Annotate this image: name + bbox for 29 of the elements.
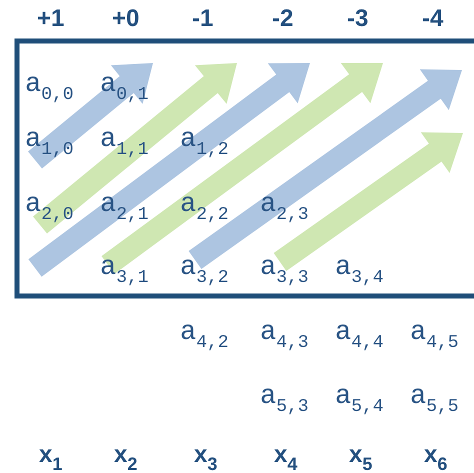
matrix-entry: a$_{3,3}$ [260,253,309,283]
variable-label: x$_{6}$ [424,440,448,470]
offset-label: -3 [347,4,368,34]
offset-label: -1 [192,4,214,34]
matrix-entry: a$_{4,3}$ [260,318,309,348]
matrix-entry: a$_{5,5}$ [410,382,459,412]
variable-label: x$_{2}$ [114,440,138,470]
matrix-entry: a$_{0,0}$ [25,70,74,100]
matrix-entry: a$_{1,1}$ [100,125,149,155]
matrix-entry: a$_{3,2}$ [180,253,229,283]
variable-label: x$_{4}$ [274,440,298,470]
matrix-entry: a$_{5,3}$ [260,382,309,412]
matrix-entry: a$_{4,2}$ [180,318,229,348]
offset-label: -4 [422,4,444,34]
offset-label: +1 [37,4,64,34]
offset-label: -2 [272,4,294,34]
variable-label: x$_{1}$ [39,440,62,470]
matrix-entry: a$_{2,1}$ [100,190,149,220]
variable-label: x$_{5}$ [349,440,372,470]
matrix-entry: a$_{5,4}$ [335,382,384,412]
matrix-entry: a$_{3,1}$ [100,253,149,283]
matrix-entry: a$_{2,3}$ [260,190,309,220]
offset-label: +0 [112,4,140,34]
matrix-entry: a$_{4,5}$ [410,318,459,348]
matrix-entry: a$_{4,4}$ [335,318,384,348]
matrix-entry: a$_{2,0}$ [25,190,74,220]
matrix-entry: a$_{3,4}$ [335,253,384,283]
matrix-entry: a$_{2,2}$ [180,190,229,220]
variable-label: x$_{3}$ [194,440,218,470]
